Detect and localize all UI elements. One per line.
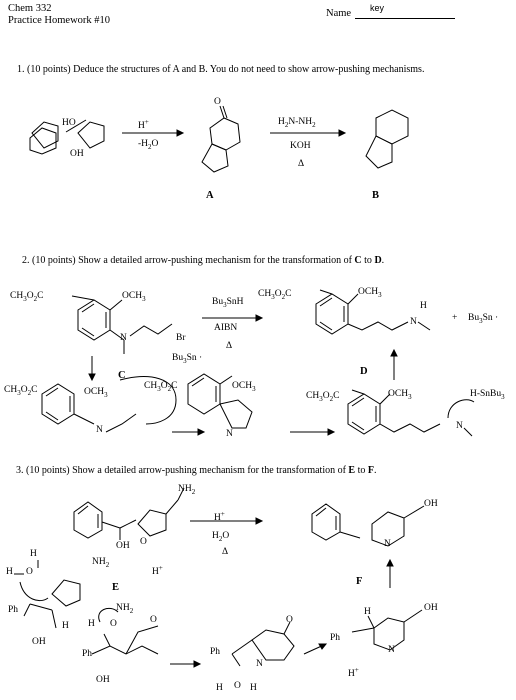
q3-int2-nh2: NH2 <box>116 603 134 615</box>
q1-reagent2-top: H2N-NH2 <box>278 117 316 129</box>
q2-reagent-mid: AIBN <box>214 323 238 333</box>
q1-reagent1-top: H+ <box>138 118 149 132</box>
q3-int4-hplus: H+ <box>348 666 359 680</box>
q2-d-h: H <box>420 301 427 311</box>
q3-int2-h: H <box>88 619 95 629</box>
q2-int2-methoxy: OCH3 <box>232 381 256 393</box>
q3-intermediate-1 <box>14 560 81 629</box>
q2-c-ester: CH3O2C <box>10 291 44 303</box>
q3-label-f: F <box>356 576 363 587</box>
q2-plus: + <box>452 313 458 323</box>
q3-int4-h: H <box>364 607 371 617</box>
homework-title: Practice Homework #10 <box>8 15 111 26</box>
q3-e-oh: OH <box>116 541 130 551</box>
name-label: Name <box>326 8 352 19</box>
q1-oh-label: OH <box>70 149 84 159</box>
q2-c-n: N <box>120 333 127 343</box>
course-name: Chem 332 <box>8 3 52 14</box>
q1-label-a: A <box>206 190 214 201</box>
q1-reagent1-bottom: -H2O <box>138 139 159 151</box>
q2-int3-methoxy: OCH3 <box>388 389 412 401</box>
q2-prompt: 2. (10 points) Show a detailed arrow-pus… <box>22 255 385 266</box>
q2-c-br: Br <box>176 333 186 343</box>
q2-int3-ester: CH3O2C <box>306 391 340 403</box>
q2-int2-ester: CH3O2C <box>144 381 178 393</box>
q3-int1-oh: OH <box>32 637 46 647</box>
q2-reagent-bottom: Δ <box>226 341 233 351</box>
q3-e-o: O <box>140 537 147 547</box>
q3-int2-oh: OH <box>96 675 110 685</box>
q3-label-e: E <box>112 582 120 593</box>
q3-water-h: H <box>30 549 37 559</box>
q1-prompt: 1. (10 points) Deduce the structures of … <box>17 64 425 75</box>
q3-int3-n: N <box>256 659 263 669</box>
q3-prompt: 3. (10 points) Show a detailed arrow-pus… <box>16 465 377 476</box>
q2-int1-ester: CH3O2C <box>4 385 38 397</box>
q2-intermediate-3 <box>347 389 475 437</box>
q1-structure-b <box>365 109 409 169</box>
q2-intermediate-2 <box>187 373 253 429</box>
q1-ketone-o: O <box>214 97 221 107</box>
q3-f-n: N <box>384 539 391 549</box>
q2-structure-c <box>71 295 173 354</box>
q2-structure-d <box>315 289 431 335</box>
q3-e-hplus: H+ <box>152 564 163 578</box>
q3-int1-ph: Ph <box>8 605 19 615</box>
q2-reagent-top: Bu3SnH <box>212 297 244 309</box>
name-value: key <box>370 3 385 13</box>
q3-int3-ph: Ph <box>210 647 221 657</box>
q2-bu3sn-radical: Bu3Sn · <box>172 353 203 365</box>
q3-int4-oh: OH <box>424 603 438 613</box>
q2-hsnbu3: H-SnBu3 <box>470 389 505 401</box>
q3-int2-ph: Ph <box>82 649 93 659</box>
q3-int2-o2: O <box>150 615 157 625</box>
q3-int4-ph: Ph <box>330 633 341 643</box>
q3-water-o: O <box>26 567 33 577</box>
q3-f-oh: OH <box>424 499 438 509</box>
q2-d-ester: CH3O2C <box>258 289 292 301</box>
q3-water-h2: H <box>6 567 13 577</box>
q2-int1-n: N <box>96 425 103 435</box>
q3-int1-nh2: NH2 <box>92 557 110 569</box>
q3-int3-o: O <box>286 615 293 625</box>
q1-structure-a <box>201 105 241 173</box>
q2-bu3sn-product: Bu3Sn · <box>468 313 499 325</box>
q1-reagent2-mid: KOH <box>290 141 311 151</box>
name-underline <box>355 18 455 19</box>
q2-d-methoxy: OCH3 <box>358 287 382 299</box>
q1-reagent2-bottom: Δ <box>298 159 305 169</box>
q3-reagent-mid: H2O <box>212 531 230 543</box>
q1-label-b: B <box>372 190 380 201</box>
q3-int4-n: N <box>388 645 395 655</box>
q3-int2-o: O <box>110 619 117 629</box>
q3-intermediate-2 <box>91 607 159 655</box>
q3-reagent-bottom: Δ <box>222 547 229 557</box>
q3-structure-f <box>311 503 425 547</box>
q2-label-d: D <box>360 366 368 377</box>
q2-label-c: C <box>118 370 126 381</box>
q1-diol-structure <box>29 119 105 155</box>
q3-int3-h: H <box>216 683 223 693</box>
q2-int2-n: N <box>226 429 233 439</box>
q2-d-n: N <box>410 317 417 327</box>
q3-intermediate-4 <box>351 609 423 651</box>
q3-int1-h: H <box>62 621 69 631</box>
q3-int3-h2: H <box>250 683 257 693</box>
q2-int3-n: N <box>456 421 463 431</box>
q3-reagent-top: H+ <box>214 510 225 524</box>
q2-c-methoxy: OCH3 <box>122 291 146 303</box>
q3-int3-o2: O <box>234 681 241 691</box>
q3-e-nh2: NH2 <box>178 484 196 496</box>
q3-intermediate-3 <box>231 621 295 667</box>
q1-ho-label: HO <box>62 118 76 128</box>
q2-int1-methoxy: OCH3 <box>84 387 108 399</box>
q2-intermediate-1 <box>41 376 177 433</box>
q3-structure-e <box>73 487 185 540</box>
